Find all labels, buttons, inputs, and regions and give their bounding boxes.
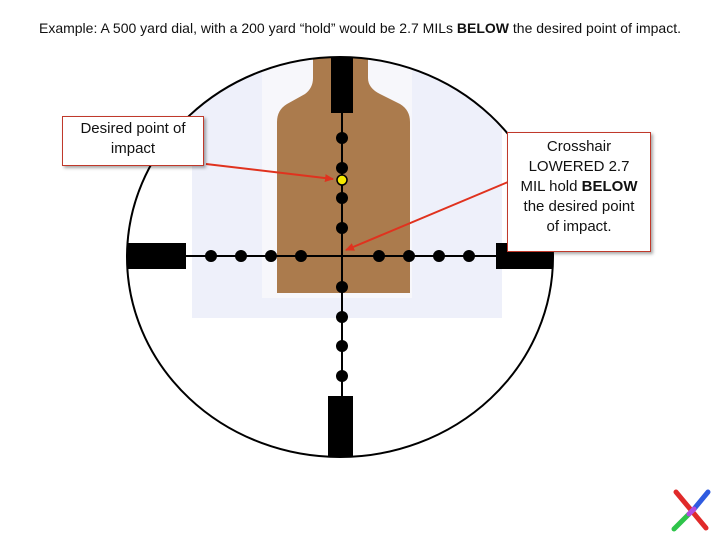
mil-dot xyxy=(235,250,247,262)
callout-line: LOWERED 2.7 xyxy=(528,158,630,175)
callout-line: of impact. xyxy=(546,218,612,235)
mil-dot xyxy=(265,250,277,262)
mil-dot xyxy=(433,250,445,262)
crosshair-callout: Crosshair LOWERED 2.7 MIL hold BELOW the… xyxy=(507,132,651,252)
arrow-to-desired-point xyxy=(205,163,334,183)
caption-emphasis: BELOW xyxy=(456,20,509,36)
mil-dot xyxy=(295,250,307,262)
mil-dot xyxy=(336,162,348,174)
mil-dot xyxy=(336,132,348,144)
desired-point-of-impact-marker xyxy=(336,174,348,186)
callout-line: Crosshair xyxy=(546,138,612,155)
mil-dot xyxy=(403,250,415,262)
callout-line: the desired point xyxy=(523,198,635,215)
mil-dot xyxy=(336,340,348,352)
mil-dot xyxy=(336,222,348,234)
reticle-post-bottom xyxy=(328,396,353,456)
mil-dots xyxy=(205,132,475,382)
arrow-to-crosshair xyxy=(345,181,509,251)
callout-line: MIL hold BELOW xyxy=(508,177,650,197)
x-logo-icon xyxy=(671,489,711,532)
scope-ring xyxy=(126,56,554,458)
mil-dot xyxy=(336,192,348,204)
reticle-post-top xyxy=(331,57,353,113)
mil-dot xyxy=(205,250,217,262)
mil-dot xyxy=(336,370,348,382)
mil-dot xyxy=(336,311,348,323)
mil-dot xyxy=(373,250,385,262)
callout-line: Desired point of xyxy=(80,120,186,137)
reticle-post-left xyxy=(127,243,186,269)
caption-suffix: the desired point of impact. xyxy=(509,20,681,36)
mil-dot xyxy=(336,281,348,293)
caption-prefix: Example: A 500 yard dial, with a 200 yar… xyxy=(38,20,457,36)
target-silhouette xyxy=(277,57,410,293)
callout-line: impact xyxy=(110,140,156,157)
callout-emphasis: BELOW xyxy=(581,178,638,195)
callout-text: MIL hold xyxy=(520,178,582,195)
desired-point-callout: Desired point of impact xyxy=(62,116,204,166)
mil-dot xyxy=(463,250,475,262)
caption: Example: A 500 yard dial, with a 200 yar… xyxy=(0,20,720,36)
